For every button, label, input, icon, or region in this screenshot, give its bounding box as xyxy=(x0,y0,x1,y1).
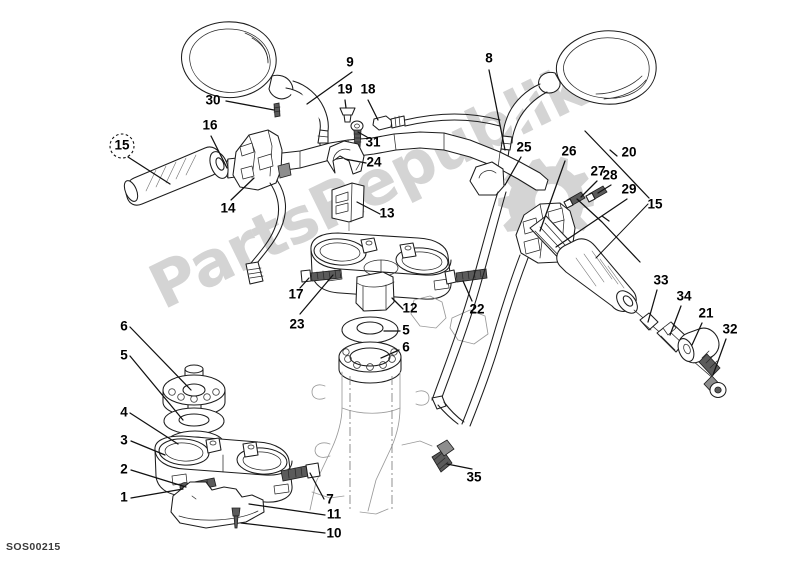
guard-screw xyxy=(231,507,241,529)
callout-1[interactable]: 1 xyxy=(120,490,128,505)
handlebar-clamp-half xyxy=(326,140,365,175)
drawing-code: SOS00215 xyxy=(6,541,61,553)
callout-30[interactable]: 30 xyxy=(205,93,220,108)
callout-32[interactable]: 32 xyxy=(722,322,737,337)
callout-6a[interactable]: 6 xyxy=(120,319,128,334)
clutch-hose-fitting xyxy=(372,113,501,131)
callout-11[interactable]: 11 xyxy=(327,507,342,522)
callout-9[interactable]: 9 xyxy=(346,55,354,70)
callout-25[interactable]: 25 xyxy=(516,140,532,155)
right-switch-assembly xyxy=(431,161,576,427)
blanking-plug xyxy=(339,107,356,123)
cable-adjuster xyxy=(431,439,455,473)
callout-29[interactable]: 29 xyxy=(621,182,636,197)
callout-4[interactable]: 4 xyxy=(120,405,128,420)
left-switch-assembly xyxy=(232,129,292,285)
pinch-bolt-right xyxy=(444,268,488,285)
callout-14[interactable]: 14 xyxy=(220,201,236,216)
callout-31[interactable]: 31 xyxy=(365,135,381,150)
callout-33[interactable]: 33 xyxy=(653,273,669,288)
clamp-bolt-right xyxy=(280,462,321,482)
steering-head-bearing-upper xyxy=(338,341,402,384)
callout-26[interactable]: 26 xyxy=(561,144,577,159)
cable-bracket xyxy=(331,182,365,255)
steering-stop-guard xyxy=(170,481,265,529)
callout-23[interactable]: 23 xyxy=(289,317,305,332)
callout-15b[interactable]: 15 xyxy=(647,197,663,212)
right-mirror xyxy=(499,30,657,158)
bar-end-assembly xyxy=(633,309,727,399)
callout-5a[interactable]: 5 xyxy=(120,348,128,363)
left-mirror xyxy=(181,21,329,151)
leader-lines xyxy=(109,69,727,534)
callout-21[interactable]: 21 xyxy=(698,306,714,321)
callout-7[interactable]: 7 xyxy=(326,492,334,507)
callout-2[interactable]: 2 xyxy=(120,462,128,477)
callout-28[interactable]: 28 xyxy=(602,168,618,183)
callout-8[interactable]: 8 xyxy=(485,51,493,66)
callout-35[interactable]: 35 xyxy=(466,470,482,485)
callout-24[interactable]: 24 xyxy=(366,155,382,170)
throttle-tube-and-grip xyxy=(529,215,638,314)
callout-22[interactable]: 22 xyxy=(469,302,484,317)
callout-12[interactable]: 12 xyxy=(402,301,417,316)
callout-13[interactable]: 13 xyxy=(379,206,395,221)
steering-nut-cover xyxy=(355,271,395,312)
switch-screws xyxy=(563,185,608,209)
callout-27[interactable]: 27 xyxy=(590,164,605,179)
callout-20[interactable]: 20 xyxy=(621,145,636,160)
callout-34[interactable]: 34 xyxy=(676,289,692,304)
callout-19[interactable]: 19 xyxy=(337,82,352,97)
steering-head-phantom xyxy=(309,295,489,515)
callout-18[interactable]: 18 xyxy=(360,82,376,97)
bearing-washer-upper xyxy=(341,316,399,344)
callout-10[interactable]: 10 xyxy=(326,526,341,541)
callout-6b[interactable]: 6 xyxy=(402,340,410,355)
mirror-stud xyxy=(273,102,281,118)
upper-triple-clamp xyxy=(310,232,452,300)
callout-5b[interactable]: 5 xyxy=(402,323,410,338)
callout-15a[interactable]: 15 xyxy=(114,138,130,153)
callout-3[interactable]: 3 xyxy=(120,433,128,448)
left-grip xyxy=(123,146,229,206)
callout-17[interactable]: 17 xyxy=(288,287,303,302)
callout-16[interactable]: 16 xyxy=(202,118,218,133)
